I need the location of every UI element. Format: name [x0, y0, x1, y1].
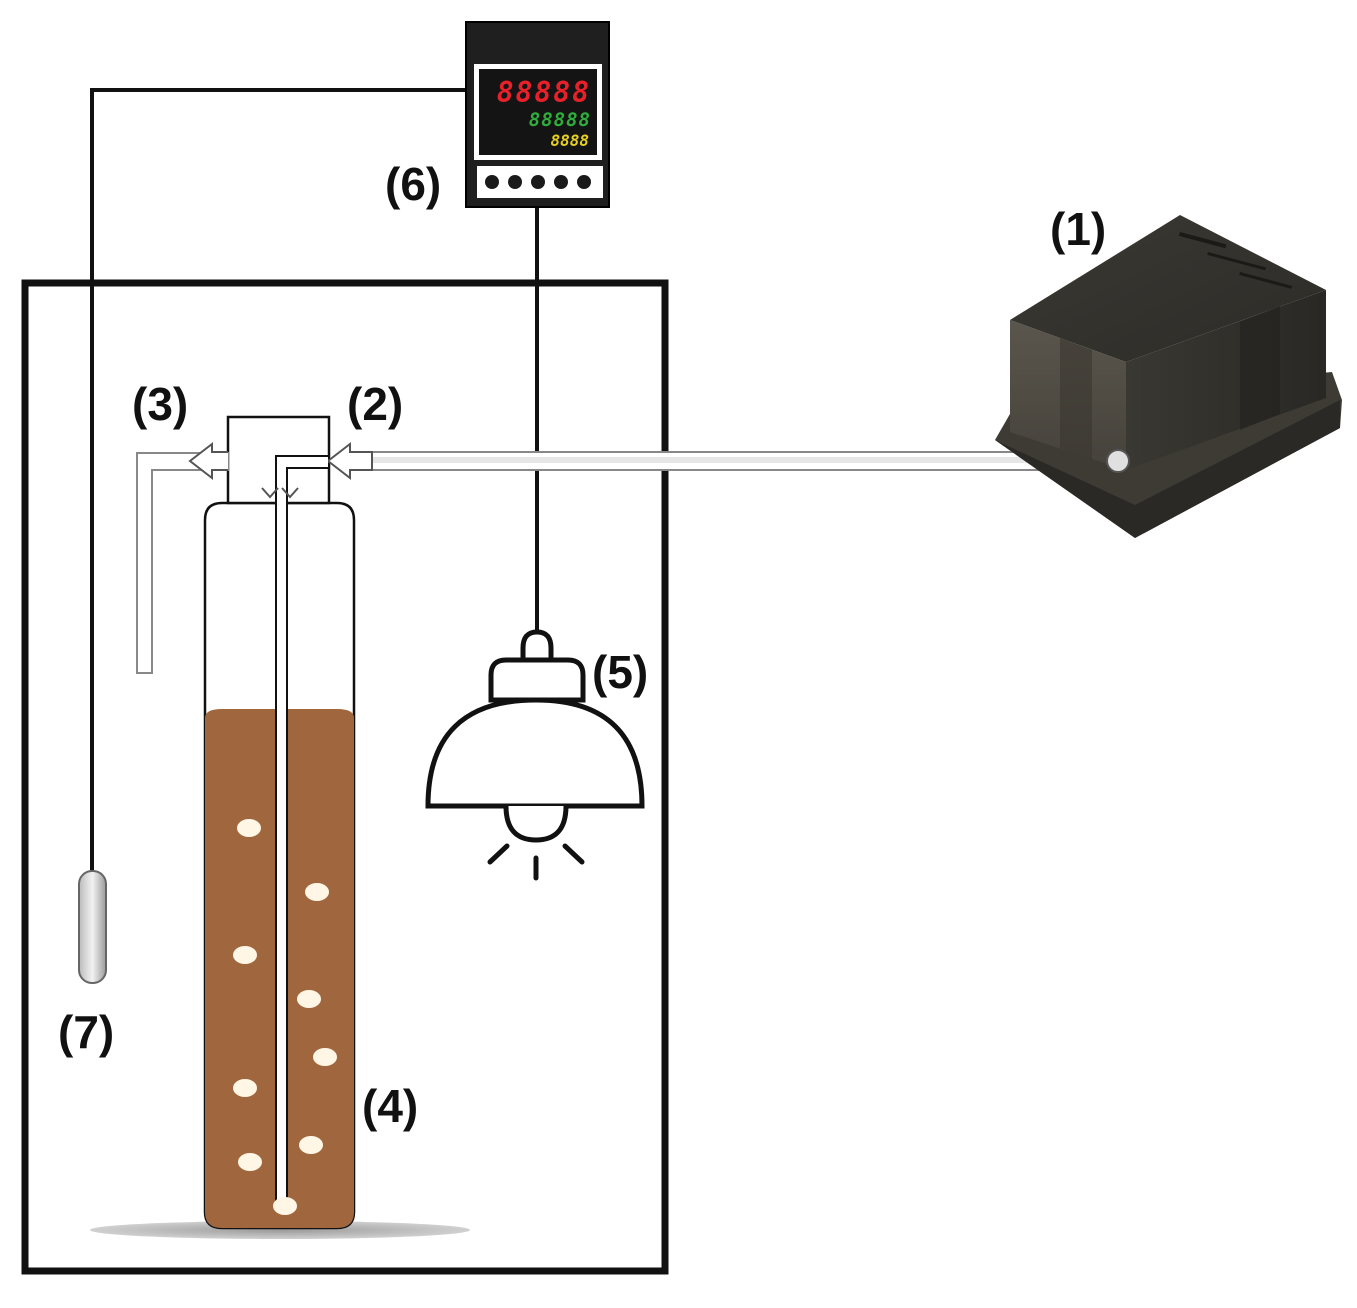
vent-slots-icon: [1178, 231, 1293, 289]
air-bubbles: [233, 819, 337, 1215]
light-rays-icon: [487, 843, 585, 881]
controller-display-row-1: 88888: [497, 76, 591, 109]
sparger-down-arrow-icon-2: [281, 487, 299, 499]
label-air-pump: (1): [1050, 203, 1106, 255]
controller-button[interactable]: [508, 175, 522, 189]
label-temperature-controller: (6): [385, 158, 441, 210]
controller-button[interactable]: [531, 175, 545, 189]
bubble: [313, 1048, 337, 1066]
incubator-enclosure: [21, 279, 669, 1275]
label-lamp: (5): [592, 646, 648, 698]
outlet-arrow-icon: [188, 441, 228, 481]
controller-display-row-3: 8888: [550, 131, 589, 150]
controller-button[interactable]: [577, 175, 591, 189]
bubble: [233, 1079, 257, 1097]
label-air-inlet: (2): [347, 378, 403, 430]
bubble: [299, 1136, 323, 1154]
lamp: [425, 598, 645, 843]
controller-buttons: [485, 175, 591, 189]
temperature-controller: 88888 88888 8888: [465, 21, 610, 208]
controller-display-row-2: 88888: [529, 109, 591, 131]
bubble: [233, 946, 257, 964]
bubble: [297, 990, 321, 1008]
temperature-probe: [78, 870, 107, 984]
air-supply-tube: [369, 451, 1121, 471]
controller-button[interactable]: [485, 175, 499, 189]
bubble: [238, 1153, 262, 1171]
label-culture-column: (4): [362, 1080, 418, 1132]
label-air-outlet: (3): [132, 378, 188, 430]
bubble: [273, 1197, 297, 1215]
sparger-down-arrow-icon: [261, 487, 279, 499]
inlet-arrow-icon: [326, 441, 373, 481]
label-temperature-probe: (7): [58, 1006, 114, 1058]
column-shadow: [90, 1221, 470, 1239]
bubble: [305, 883, 329, 901]
air-pump: [995, 215, 1342, 538]
bubble: [237, 819, 261, 837]
pump-outlet-nozzle: [1106, 449, 1130, 473]
probe-wire: [90, 88, 466, 872]
controller-button[interactable]: [554, 175, 568, 189]
